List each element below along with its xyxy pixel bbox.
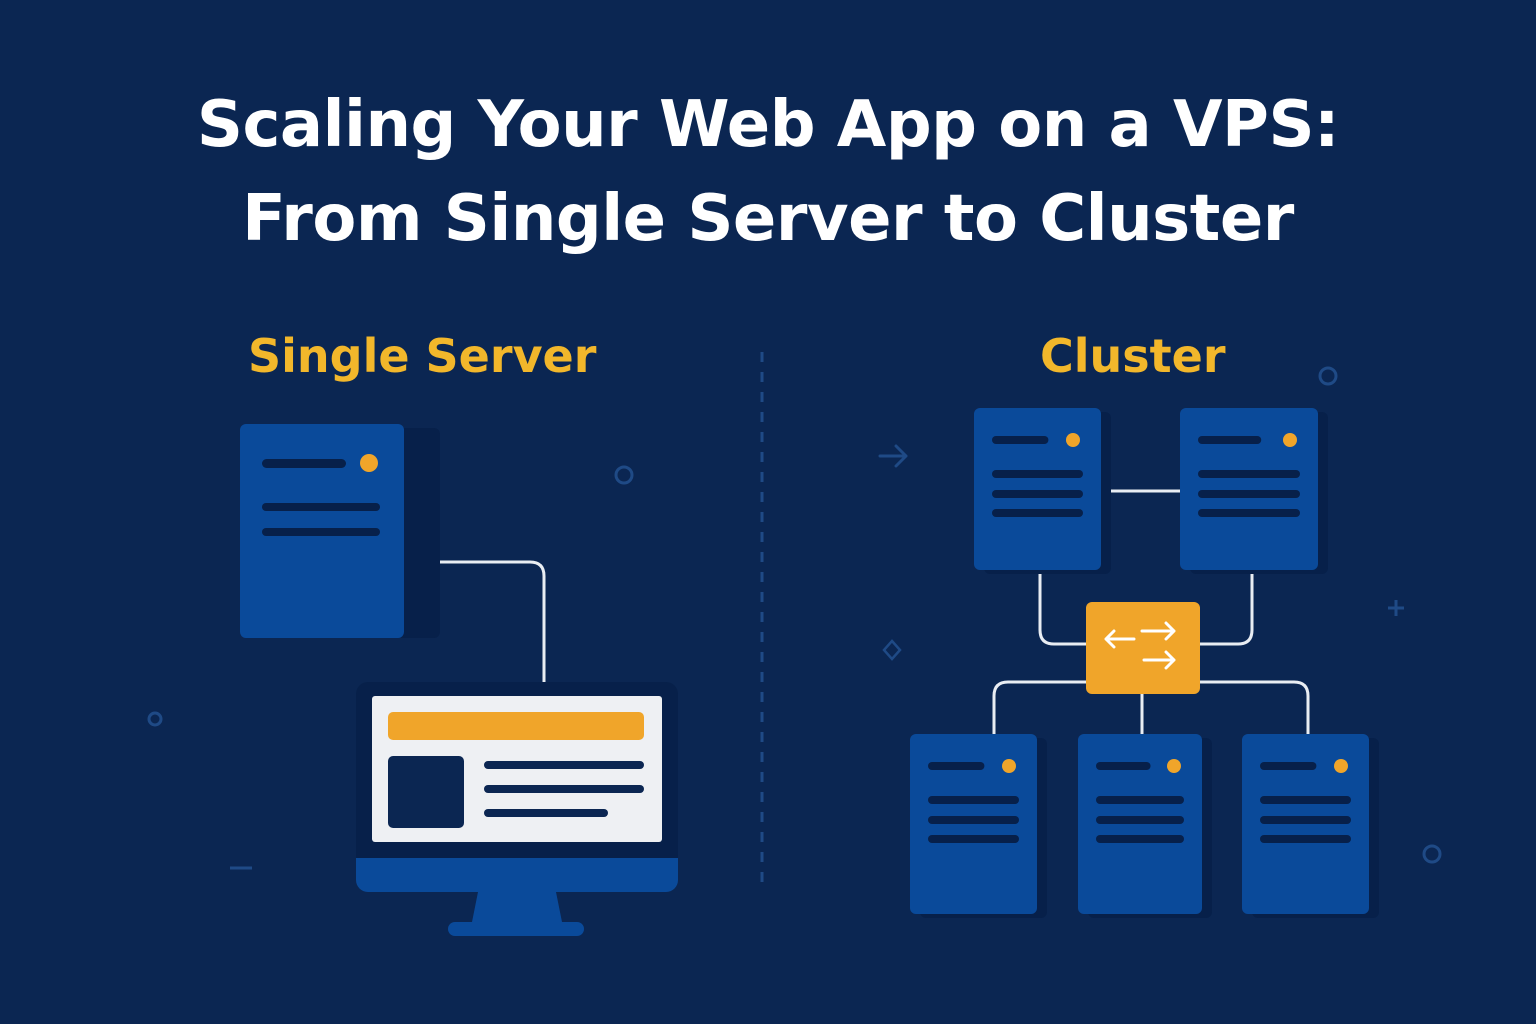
page-title: Scaling Your Web App on a VPS: From Sing… <box>0 78 1536 266</box>
monitor-neck <box>472 892 562 922</box>
server-slot <box>262 503 380 511</box>
server-slot <box>992 490 1083 498</box>
title-line-1: Scaling Your Web App on a VPS: <box>196 88 1340 162</box>
server-slot <box>1198 490 1300 498</box>
diamond-icon <box>882 639 902 661</box>
load-balancer <box>1086 602 1200 694</box>
server-to-balancer-connector <box>1198 570 1254 646</box>
server-slot <box>1260 796 1351 804</box>
decorations <box>147 366 1442 870</box>
server-slot <box>1198 509 1300 517</box>
cluster-label: Cluster <box>1040 329 1226 383</box>
webpage-text-line <box>484 785 644 793</box>
title-line-2: From Single Server to Cluster <box>242 182 1294 256</box>
server-status-led <box>1002 759 1016 773</box>
server-slot <box>1198 470 1300 478</box>
webpage-text-line <box>484 809 608 817</box>
monitor-icon <box>356 682 678 936</box>
server-status-led <box>360 454 378 472</box>
server-to-monitor-connector <box>440 560 546 682</box>
server-slot <box>262 528 380 536</box>
server-icon <box>974 408 1111 574</box>
server-body <box>1180 408 1318 570</box>
server-slot <box>992 436 1049 444</box>
server-slot <box>1096 816 1184 824</box>
server-slot <box>1260 762 1317 770</box>
server-status-led <box>1283 433 1297 447</box>
single-server-diagram <box>240 424 678 936</box>
monitor-stand-base <box>448 922 584 936</box>
cluster-servers <box>910 408 1379 918</box>
server-slot <box>1096 762 1151 770</box>
plus-icon <box>1388 600 1404 616</box>
circle-icon <box>1318 366 1338 386</box>
circle-icon <box>1422 844 1442 864</box>
server-status-led <box>1066 433 1080 447</box>
balancer-to-server-connector <box>992 680 1088 734</box>
balancer-to-server-connector <box>1198 680 1310 734</box>
server-icon <box>240 424 440 638</box>
server-slot <box>1096 835 1184 843</box>
server-body <box>974 408 1101 570</box>
server-icon <box>1242 734 1379 918</box>
server-slot <box>1260 835 1351 843</box>
webpage-header-bar <box>388 712 644 740</box>
server-icon <box>910 734 1047 918</box>
server-slot <box>992 509 1083 517</box>
server-icon <box>1078 734 1212 918</box>
bidirectional-arrows-icon <box>1104 621 1176 670</box>
arrow-right-icon <box>878 444 908 468</box>
server-status-led <box>1167 759 1181 773</box>
server-slot <box>262 459 346 468</box>
circle-icon <box>614 465 634 485</box>
server-to-balancer-connector <box>1038 570 1088 646</box>
load-balancer-box <box>1086 602 1200 694</box>
webpage-text-line <box>484 761 644 769</box>
server-slot <box>1096 796 1184 804</box>
cluster-diagram <box>910 408 1379 918</box>
monitor-chin-top <box>356 858 678 874</box>
webpage-image-block <box>388 756 464 828</box>
server-slot <box>1198 436 1262 444</box>
server-icon <box>1180 408 1328 574</box>
server-slot <box>992 470 1083 478</box>
server-slot <box>928 762 985 770</box>
server-slot <box>1260 816 1351 824</box>
server-slot <box>928 835 1019 843</box>
server-slot <box>928 796 1019 804</box>
server-slot <box>928 816 1019 824</box>
circle-icon <box>147 711 163 727</box>
server-status-led <box>1334 759 1348 773</box>
single-server-label: Single Server <box>248 329 597 383</box>
